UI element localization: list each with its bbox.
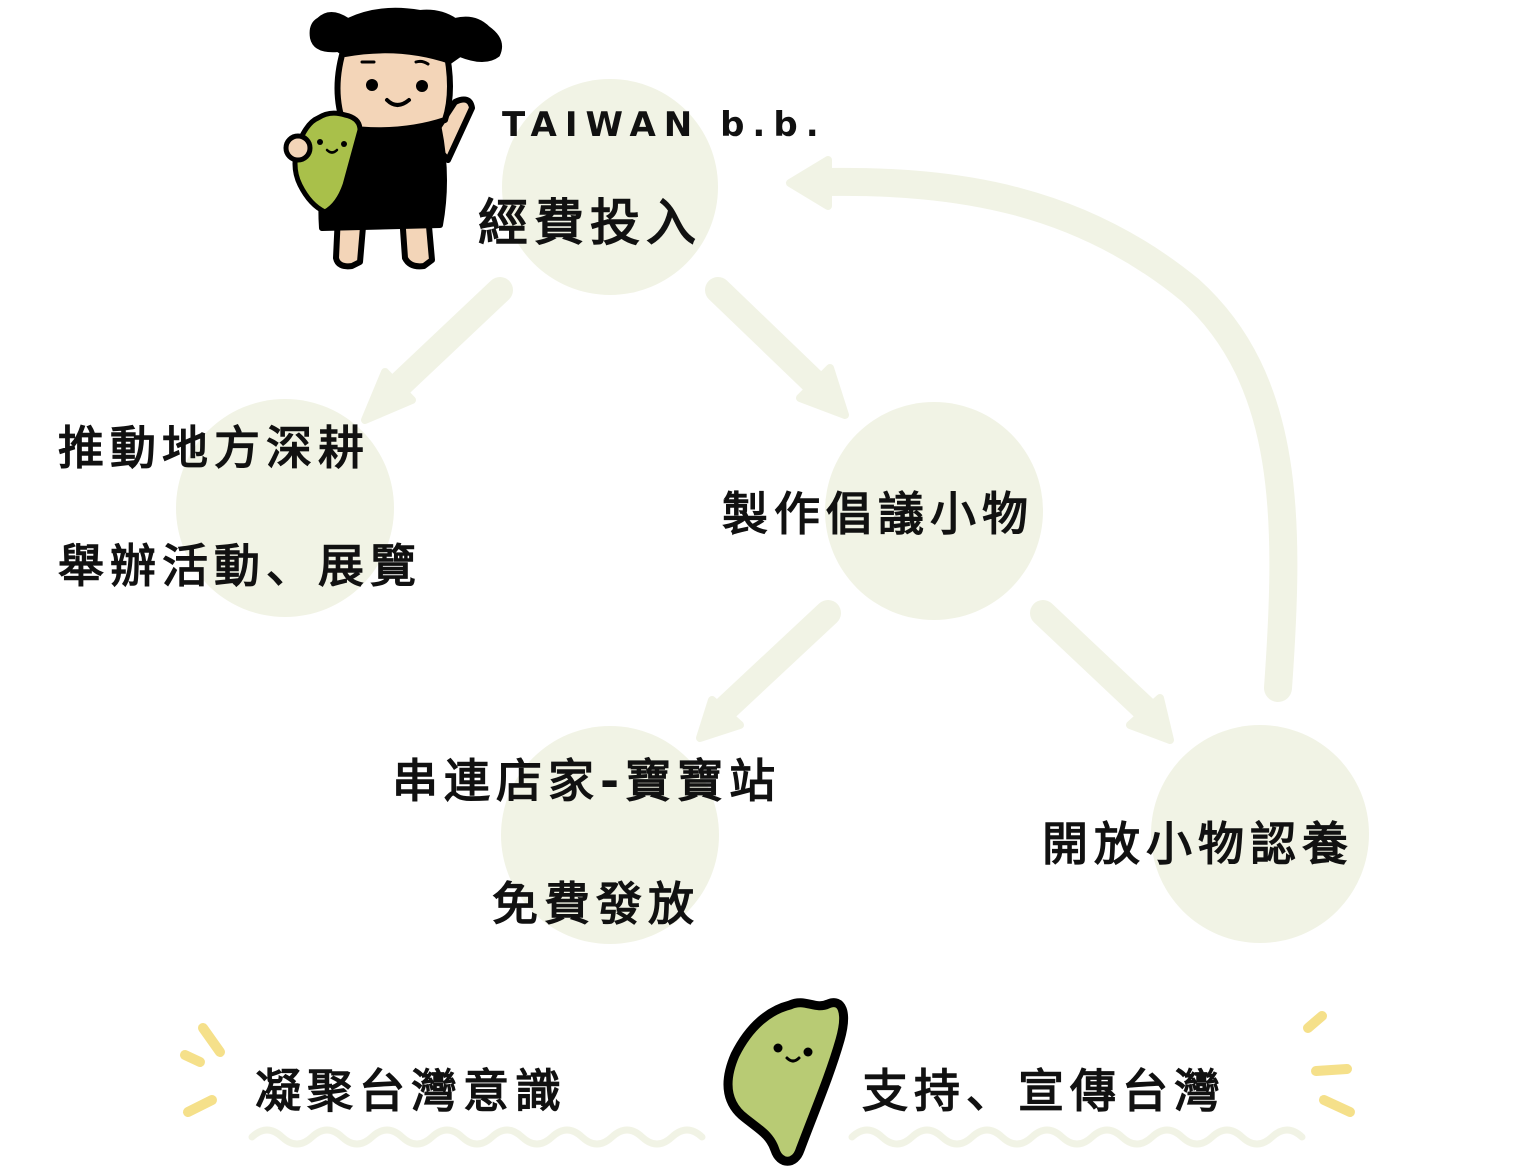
node-label-local-events-line2: 舉辦活動、展覽 [58,539,422,593]
node-circle-funding [502,79,718,295]
node-label-shops-line1: 串連店家-寶寶站 [392,754,782,808]
node-circle-shops [501,726,719,944]
tagline-left: 凝聚台灣意識 [255,1064,567,1118]
arrow-funding-to-make-items [705,277,849,419]
wavy-underline-left [248,1126,706,1148]
node-circle-make-items [825,402,1043,620]
node-circle-adoption [1151,725,1369,943]
node-label-funding: 經費投入 [478,194,702,252]
taiwan-mascot-icon [723,998,848,1166]
node-label-make-items: 製作倡議小物 [722,487,1034,541]
node-label-adoption: 開放小物認養 [1042,817,1354,871]
node-circle-local-events [176,399,394,617]
brand-title: TAIWAN b.b. [502,105,827,145]
sparkle-left-icon [180,1023,225,1117]
arrow-make-items-to-shops [696,600,841,742]
arrow-make-items-to-adoption [1030,600,1174,744]
wavy-underline-right [848,1126,1306,1148]
arrow-adoption-to-funding [786,156,1298,702]
girl-mascot-icon [283,7,502,270]
arrow-funding-to-local-events [361,277,513,424]
sparkle-right-icon [1303,1011,1355,1117]
node-label-shops-line2: 免費發放 [492,877,700,931]
node-label-local-events-line1: 推動地方深耕 [58,421,370,475]
tagline-right: 支持、宣傳台灣 [862,1064,1226,1118]
